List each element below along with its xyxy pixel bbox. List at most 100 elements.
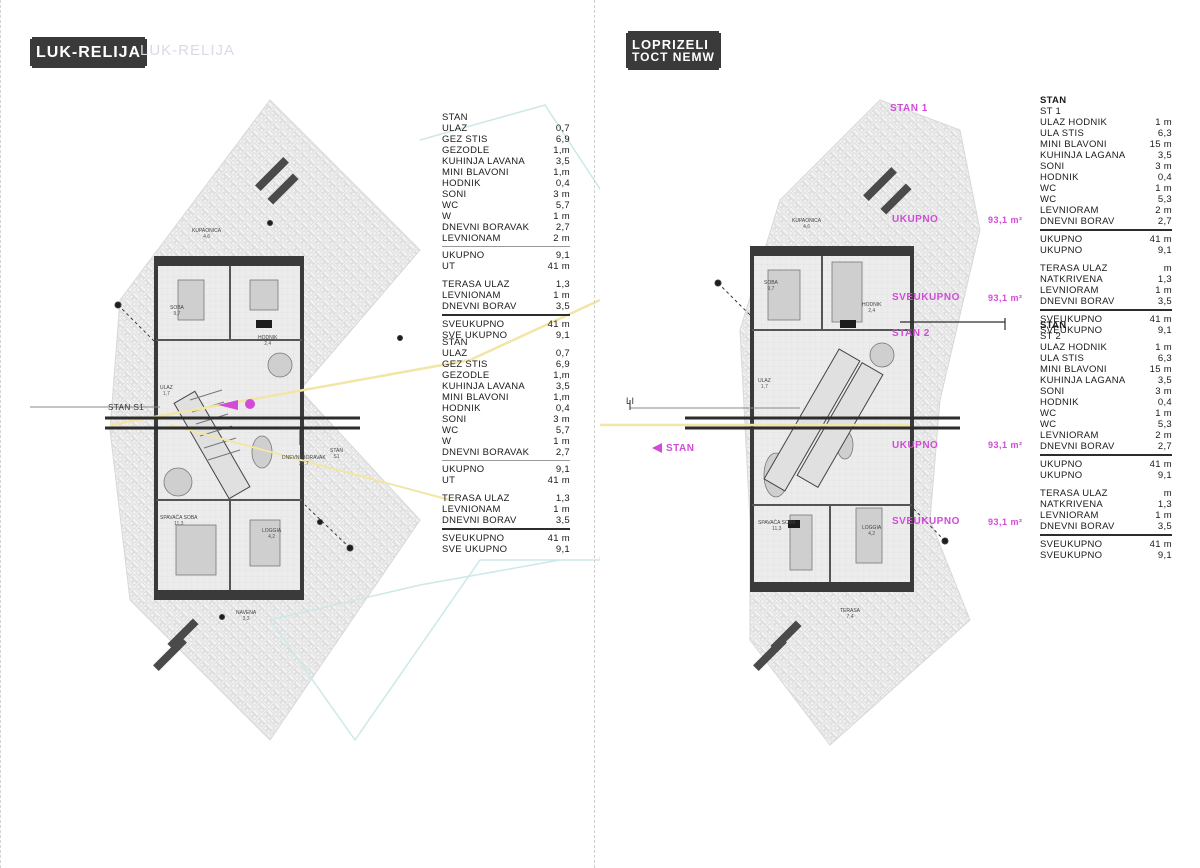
left-page-subtitle: LUK-RELIJA [140, 42, 236, 59]
table-sub: ST 2 [1040, 331, 1062, 342]
section-marker: STAN S1 [108, 403, 145, 412]
section-line [629, 318, 1006, 430]
right-page-title: LOPRIZELI TOCT NEMW [626, 33, 721, 68]
hatched-strips [753, 167, 912, 671]
pink-tag: STAN [666, 443, 695, 454]
pink-tag: UKUPNO [892, 440, 939, 451]
left-page-title: LUK-RELIJA [30, 39, 148, 66]
site-boundary [268, 104, 600, 742]
pink-pointer [652, 443, 662, 453]
pink-tag: SVEUKUPNO [892, 516, 960, 527]
table-rule [442, 314, 570, 316]
table-row: STAN [442, 337, 468, 348]
left-page: LUK-RELIJA LUK-RELIJA [0, 0, 600, 868]
pink-tag: STAN 2 [892, 328, 930, 339]
table-rule [1040, 534, 1172, 536]
table-head: STAN [1040, 95, 1067, 106]
section-line [30, 406, 360, 445]
accent-total: 93,1 m² [988, 440, 1023, 450]
pink-pointer [218, 400, 238, 410]
accent-total: 93,1 m² [988, 293, 1023, 303]
table-rule [442, 246, 570, 247]
hatched-strips [153, 157, 299, 671]
table-rule [442, 528, 570, 530]
page-divider [594, 0, 595, 868]
table-row: STAN [442, 112, 468, 123]
table-rule [1040, 309, 1172, 311]
right-title-line-1: LOPRIZELI [632, 37, 709, 52]
table-head: STAN [1040, 320, 1067, 331]
crop-mark [0, 0, 1, 868]
right-floor-plan [600, 99, 1006, 746]
pink-tag: SVEUKUPNO [892, 292, 960, 303]
pink-tag: UKUPNO [892, 214, 939, 225]
